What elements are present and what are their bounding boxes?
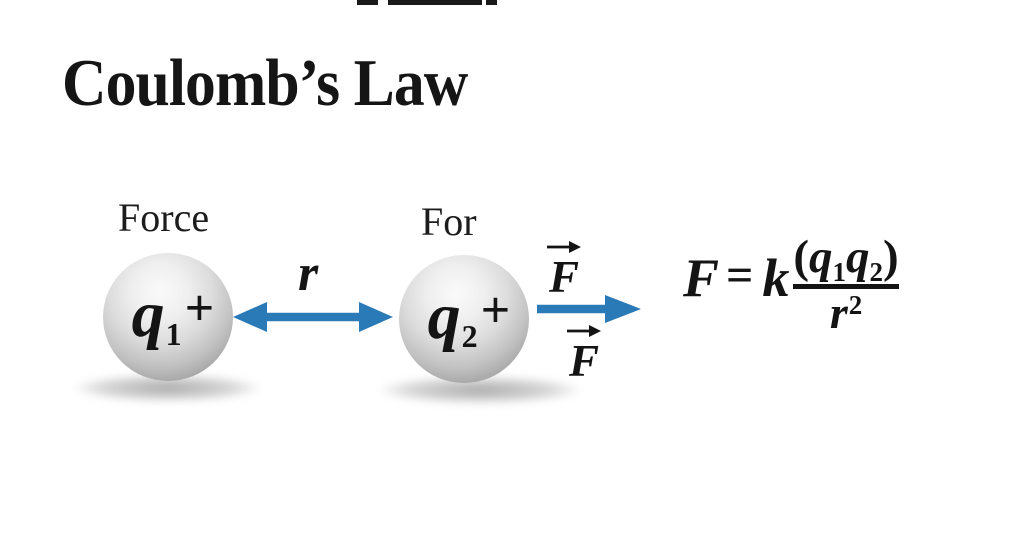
numerator-q2: q <box>846 231 870 283</box>
cropped-top-bar-segment <box>357 0 378 5</box>
denominator-r: r <box>829 287 848 338</box>
force-caption-sphere1: Force <box>118 195 210 240</box>
force-arrow-icon <box>537 295 641 323</box>
fraction-bar <box>793 284 899 289</box>
q1-plus-sign: + <box>184 280 215 337</box>
force-vector-label-top: F <box>546 240 582 300</box>
charge-label-q2: q 2 + <box>418 280 511 354</box>
charge-sphere-q2: q 2 + <box>399 255 529 383</box>
q2-symbol: q <box>427 280 461 353</box>
equals-sign: = <box>726 249 754 302</box>
equation-numerator: ( q 1 q 2 ) <box>793 231 899 286</box>
equation-k-constant: k <box>762 248 790 308</box>
distance-double-arrow-icon <box>233 302 393 332</box>
equation-head: F = k <box>683 251 789 305</box>
numerator-q1: q <box>809 231 833 283</box>
cropped-top-bar-segment <box>486 0 497 5</box>
page-title: Coulomb’s Law <box>62 46 468 120</box>
equation-denominator: r 2 <box>830 290 862 336</box>
distance-label: r <box>298 245 319 302</box>
coulombs-law-equation: F = k ( q 1 q 2 ) r 2 <box>683 234 899 336</box>
q1-symbol: q <box>131 278 165 351</box>
vector-arrow-icon <box>567 325 601 337</box>
open-paren: ( <box>793 231 810 283</box>
force-vector-label-bottom: F <box>566 324 602 384</box>
cropped-top-bar-segment <box>388 0 482 5</box>
vector-arrow-icon <box>547 241 581 253</box>
equation-fraction: ( q 1 q 2 ) r 2 <box>793 231 899 336</box>
equation-F: F <box>683 248 720 308</box>
force-symbol-top: F <box>548 252 579 302</box>
force-symbol-bottom: F <box>568 336 599 386</box>
q2-subscript: 2 <box>461 318 478 354</box>
numerator-q2-subscript: 2 <box>869 257 884 287</box>
q2-plus-sign: + <box>480 282 511 339</box>
force-caption-sphere2-truncated: For <box>421 199 477 244</box>
charge-label-q1: q 1 + <box>122 278 215 352</box>
close-paren: ) <box>883 231 899 283</box>
denominator-exponent: 2 <box>848 290 863 320</box>
numerator-q1-subscript: 1 <box>832 257 847 287</box>
charge-sphere-q1: q 1 + <box>103 253 233 381</box>
q1-subscript: 1 <box>165 316 182 352</box>
